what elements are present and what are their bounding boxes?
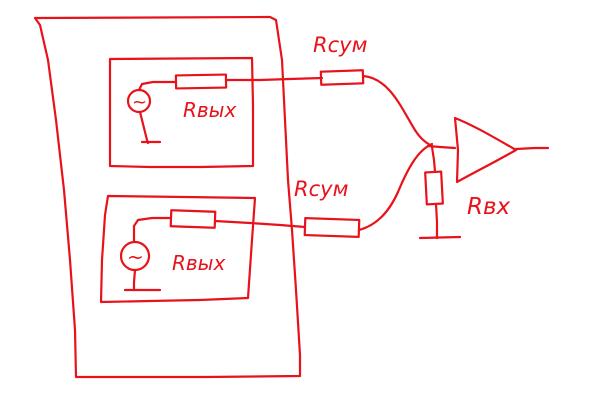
source-2-ground-wire — [132, 268, 137, 292]
amplifier-input-resistor-label: Rвх — [467, 194, 511, 220]
wire-summing-bottom-to-node — [357, 142, 434, 232]
ac-source-1-icon: ~ — [132, 92, 147, 113]
summing-resistor-bottom-label: Rсум — [294, 177, 349, 201]
source-block-2 — [99, 194, 257, 304]
ac-source-2: ~ — [119, 240, 151, 272]
summing-resistor-bottom — [303, 216, 361, 239]
wire-summing-top-to-node — [361, 74, 434, 148]
amplifier-output-wire — [514, 146, 550, 151]
ac-source-1: ~ — [126, 88, 152, 114]
source-1-output-resistor-label: Rвых — [183, 98, 236, 122]
wire-source-2-to-summing — [213, 219, 307, 229]
source-2-output-resistor-label: Rвых — [172, 251, 225, 275]
source-block-1 — [108, 56, 255, 169]
source-1-wire-up — [137, 80, 178, 92]
source-2-output-resistor — [169, 209, 217, 229]
outer-enclosure — [33, 15, 302, 379]
amplifier-triangle — [453, 116, 518, 184]
wire-source-1-to-summing — [224, 76, 324, 82]
summing-resistor-top-label: Rсум — [313, 33, 368, 57]
summing-resistor-top — [319, 69, 365, 86]
ac-source-2-icon: ~ — [127, 245, 144, 269]
amplifier-input-resistor — [424, 170, 444, 206]
source-1-output-resistor — [174, 73, 228, 90]
source-1-ground-wire — [138, 110, 150, 145]
source-2-wire-up — [132, 216, 173, 244]
input-resistor-ground-wire — [434, 202, 439, 240]
input-resistor-ground-bar — [418, 235, 462, 240]
wire-node-to-input-resistor — [430, 145, 437, 174]
